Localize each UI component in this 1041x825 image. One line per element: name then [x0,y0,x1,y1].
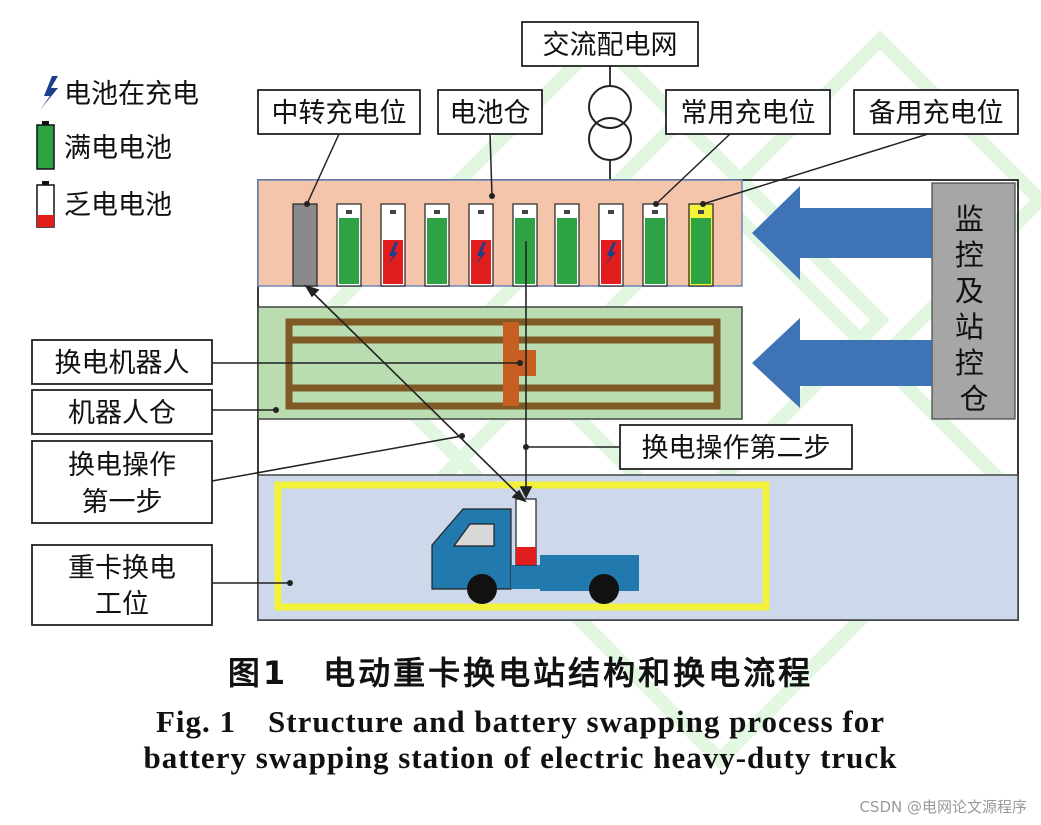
swapping-robot [503,322,536,406]
step1-leader [211,435,463,482]
battery-slot [642,203,668,287]
backup-slot-label: 备用充电位 [869,98,1004,129]
step2-label: 换电操作第二步 [642,433,831,464]
arrow-to-robot-bay [752,318,932,408]
work-leader-dot [287,580,293,586]
battery-slot [336,203,362,287]
truck-battery [515,498,537,566]
work-label-box [31,544,213,626]
battery-row [292,203,714,287]
backup-slot-label-box [853,89,1019,135]
battery-slot [424,203,450,287]
battery-slot [380,203,406,287]
control-room-label: 监 控 及 站 控 仓 [955,202,993,416]
transformer-icon [588,85,632,161]
battery-slot [292,203,318,287]
step1-label-box [31,440,213,524]
battery-slot [598,203,624,287]
robot-bay-label-box [31,389,213,435]
regular-slot-label-box [665,89,831,135]
grid-label-box [521,21,699,67]
caption-chinese: 图1 电动重卡换电站结构和换电流程 [227,654,814,692]
transfer-slot-label: 中转充电位 [272,98,407,129]
robot-bay-leader-dot [273,407,279,413]
heavy-truck [431,508,639,604]
control-room [931,182,1016,420]
charging-bolt-icon [40,76,58,110]
robot-leader-dot [517,360,523,366]
step1-label-line1: 换电操作 [68,450,176,481]
backup-slot-leader-dot [700,201,706,207]
battery-bay-leader [489,133,493,197]
watermark-text: CSDN @电网论文源程序 [859,798,1027,816]
work-area [257,474,1019,621]
grid-label: 交流配电网 [543,30,678,61]
battery-slot [512,203,538,287]
battery-slot [688,203,714,287]
battery-bay-label: 电池仓 [450,98,531,129]
transfer-slot-leader [306,133,340,205]
caption-english-line1: Fig. 1 Structure and battery swapping pr… [156,704,885,739]
battery-bay-leader-dot [489,193,495,199]
regular-slot-leader-dot [653,201,659,207]
step1-label-line2: 第一步 [82,487,163,518]
swap-path-arrows [304,241,533,503]
legend-full-label: 满电电池 [64,133,172,164]
regular-slot-leader [655,133,731,205]
transfer-slot-leader-dot [304,201,310,207]
battery-bay-label-box [437,89,543,135]
battery-slot [468,203,494,287]
robot-label-box [31,339,213,385]
robot-bay-label: 机器人仓 [68,398,176,429]
battery-slot [554,203,580,287]
regular-slot-label: 常用充电位 [681,98,816,129]
legend-depleted-label: 乏电电池 [64,190,172,221]
work-label-line2: 工位 [95,589,149,620]
caption-english-line2: battery swapping station of electric hea… [143,740,898,775]
truck-parking-outline [274,481,770,611]
legend: 电池在充电 满电电池 乏电电池 [36,76,199,228]
arrow-to-battery-bay [752,186,932,280]
battery-bay [257,179,743,287]
legend-charging-label: 电池在充电 [64,79,199,110]
work-label-line1: 重卡换电 [68,553,176,584]
robot-label: 换电机器人 [55,348,190,379]
full-battery-icon [36,121,55,170]
backup-slot-leader [702,133,929,205]
depleted-battery-icon [36,181,55,228]
